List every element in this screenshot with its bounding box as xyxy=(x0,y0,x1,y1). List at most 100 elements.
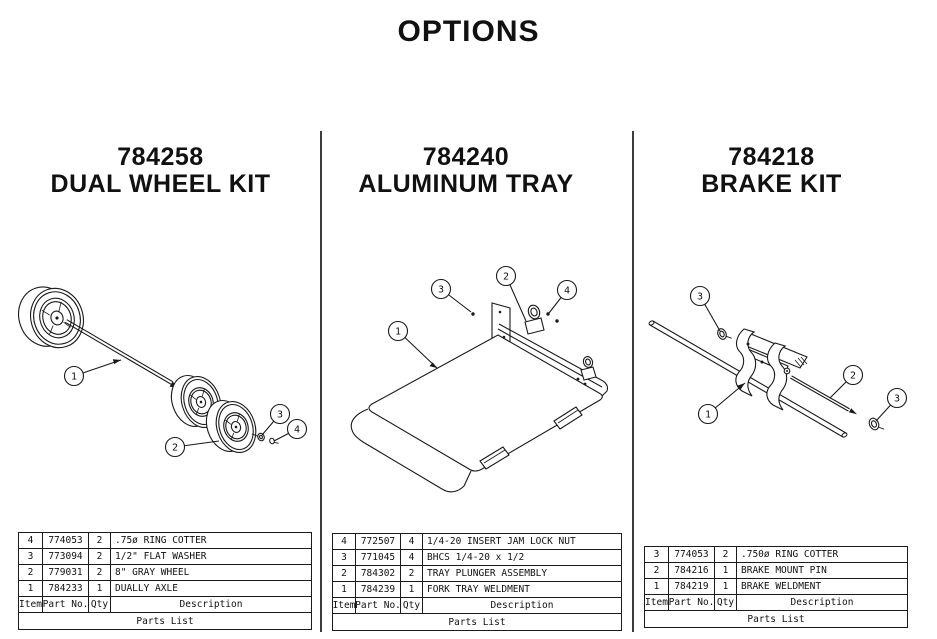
fork-pocket xyxy=(553,406,583,430)
callout-number: 4 xyxy=(564,286,570,297)
callout-balloon-2: 2 xyxy=(164,436,220,458)
tray-surface xyxy=(368,334,603,472)
kit-name: ALUMINUM TRAY xyxy=(358,170,574,198)
column-divider-right xyxy=(632,131,634,632)
parts-cell-desc: 8" GRAY WHEEL xyxy=(111,565,311,581)
parts-cell-item: 3 xyxy=(333,550,356,566)
parts-cell-item: 1 xyxy=(19,581,43,597)
parts-cell-qty: 4 xyxy=(401,550,423,566)
parts-cell-part: 779031 xyxy=(43,565,89,581)
callout-number: 1 xyxy=(395,327,401,338)
kit-part-number: 784258 xyxy=(117,143,204,171)
section-heading-brake-kit: 784218 BRAKE KIT xyxy=(633,144,910,198)
tray-plunger-assembly xyxy=(524,304,545,335)
parts-cell-desc: .75ø RING COTTER xyxy=(111,533,311,549)
parts-cell-qty: 2 xyxy=(89,565,111,581)
dual-wheel-kit-diagram: 1 2 3 4 xyxy=(18,286,308,458)
aluminum-tray-diagram: 1 2 3 4 xyxy=(350,265,609,493)
callout-number: 1 xyxy=(705,410,711,421)
parts-cell-part: 774053 xyxy=(669,547,715,563)
parts-cell-desc: TRAY PLUNGER ASSEMBLY xyxy=(423,566,621,582)
fork-pocket xyxy=(479,446,510,470)
parts-cell-part: 774053 xyxy=(43,533,89,549)
screw-dot xyxy=(555,319,559,323)
callout-number: 3 xyxy=(894,394,900,405)
callout-number: 2 xyxy=(172,443,178,454)
parts-header-part: Part No. xyxy=(356,598,401,614)
parts-list-table-dual-wheel-kit: 4 774053 2 .75ø RING COTTER 3 773094 2 1… xyxy=(18,532,312,630)
callout-balloon-2: 2 xyxy=(495,265,527,322)
parts-cell-item: 1 xyxy=(645,579,669,595)
parts-cell-item: 4 xyxy=(333,534,356,550)
parts-header-qty: Qty xyxy=(89,597,111,613)
ring-cotter-drawing xyxy=(269,437,279,445)
parts-header-item: Item xyxy=(19,597,43,613)
parts-header-part: Part No. xyxy=(669,595,715,611)
callout-balloon-4: 4 xyxy=(548,279,578,314)
parts-list-title: Parts List xyxy=(448,616,506,628)
ring-cotter-drawing xyxy=(868,417,885,431)
flat-washer-drawing xyxy=(257,432,265,442)
parts-cell-desc: BHCS 1/4-20 x 1/2 xyxy=(423,550,621,566)
callout-number: 2 xyxy=(850,371,856,382)
tray-plunger-assembly xyxy=(580,356,597,381)
kit-part-number: 784240 xyxy=(422,143,510,171)
parts-cell-part: 784239 xyxy=(356,582,401,598)
parts-cell-qty: 1 xyxy=(401,582,423,598)
parts-cell-desc: 1/4-20 INSERT JAM LOCK NUT xyxy=(423,534,621,550)
parts-cell-item: 2 xyxy=(19,565,43,581)
brake-weldment xyxy=(735,328,808,411)
parts-cell-part: 784216 xyxy=(669,563,715,579)
parts-cell-qty: 2 xyxy=(89,549,111,565)
parts-cell-desc: FORK TRAY WELDMENT xyxy=(423,582,621,598)
parts-cell-item: 2 xyxy=(645,563,669,579)
callout-number: 1 xyxy=(71,372,77,383)
parts-header-part: Part No. xyxy=(43,597,89,613)
parts-list-table-brake-kit: 3 774053 2 .750ø RING COTTER 2 784216 1 … xyxy=(644,546,908,628)
brake-kit-diagram: 3 1 2 3 xyxy=(648,285,908,438)
parts-cell-item: 2 xyxy=(333,566,356,582)
parts-cell-item: 1 xyxy=(333,582,356,598)
parts-cell-item: 4 xyxy=(19,533,43,549)
parts-cell-part: 773094 xyxy=(43,549,89,565)
page-title: OPTIONS xyxy=(397,15,540,48)
callout-balloon-3-top: 3 xyxy=(689,285,721,332)
kit-name: BRAKE KIT xyxy=(701,170,842,198)
parts-list-title: Parts List xyxy=(747,613,805,625)
parts-list-table-aluminum-tray: 4 772507 4 1/4-20 INSERT JAM LOCK NUT 3 … xyxy=(332,533,622,631)
parts-cell-desc: BRAKE MOUNT PIN xyxy=(737,563,907,579)
callout-number: 2 xyxy=(503,272,509,283)
parts-cell-qty: 2 xyxy=(715,547,737,563)
parts-list-title: Parts List xyxy=(136,615,194,627)
callout-number: 4 xyxy=(294,425,300,436)
wheel-drawing xyxy=(205,400,257,453)
column-divider-left xyxy=(320,131,322,632)
callout-balloon-3: 3 xyxy=(430,278,472,313)
parts-header-qty: Qty xyxy=(401,598,423,614)
parts-header-desc: Description xyxy=(423,598,621,614)
parts-cell-desc: BRAKE WELDMENT xyxy=(737,579,907,595)
ring-cotter-drawing xyxy=(717,328,732,340)
wheel-drawing xyxy=(18,286,84,349)
callout-number: 3 xyxy=(277,410,283,421)
kit-part-number: 784218 xyxy=(728,143,815,171)
parts-cell-part: 771045 xyxy=(356,550,401,566)
parts-cell-qty: 2 xyxy=(401,566,423,582)
callout-balloon-3-bottom: 3 xyxy=(875,387,908,422)
parts-header-desc: Description xyxy=(111,597,311,613)
kit-name: DUAL WHEEL KIT xyxy=(50,170,271,198)
screw-dot xyxy=(546,312,550,316)
parts-cell-qty: 1 xyxy=(89,581,111,597)
callout-number: 3 xyxy=(438,285,444,296)
callout-balloon-1: 1 xyxy=(387,320,438,369)
parts-cell-qty: 1 xyxy=(715,563,737,579)
tray-front-apron xyxy=(350,408,472,493)
screw-dot xyxy=(471,312,475,316)
parts-cell-desc: 1/2" FLAT WASHER xyxy=(111,549,311,565)
parts-cell-desc: DUALLY AXLE xyxy=(111,581,311,597)
parts-cell-part: 784233 xyxy=(43,581,89,597)
parts-header-desc: Description xyxy=(737,595,907,611)
callout-balloon-3: 3 xyxy=(261,403,291,436)
parts-cell-qty: 1 xyxy=(715,579,737,595)
section-heading-aluminum-tray: 784240 ALUMINUM TRAY xyxy=(321,144,611,198)
